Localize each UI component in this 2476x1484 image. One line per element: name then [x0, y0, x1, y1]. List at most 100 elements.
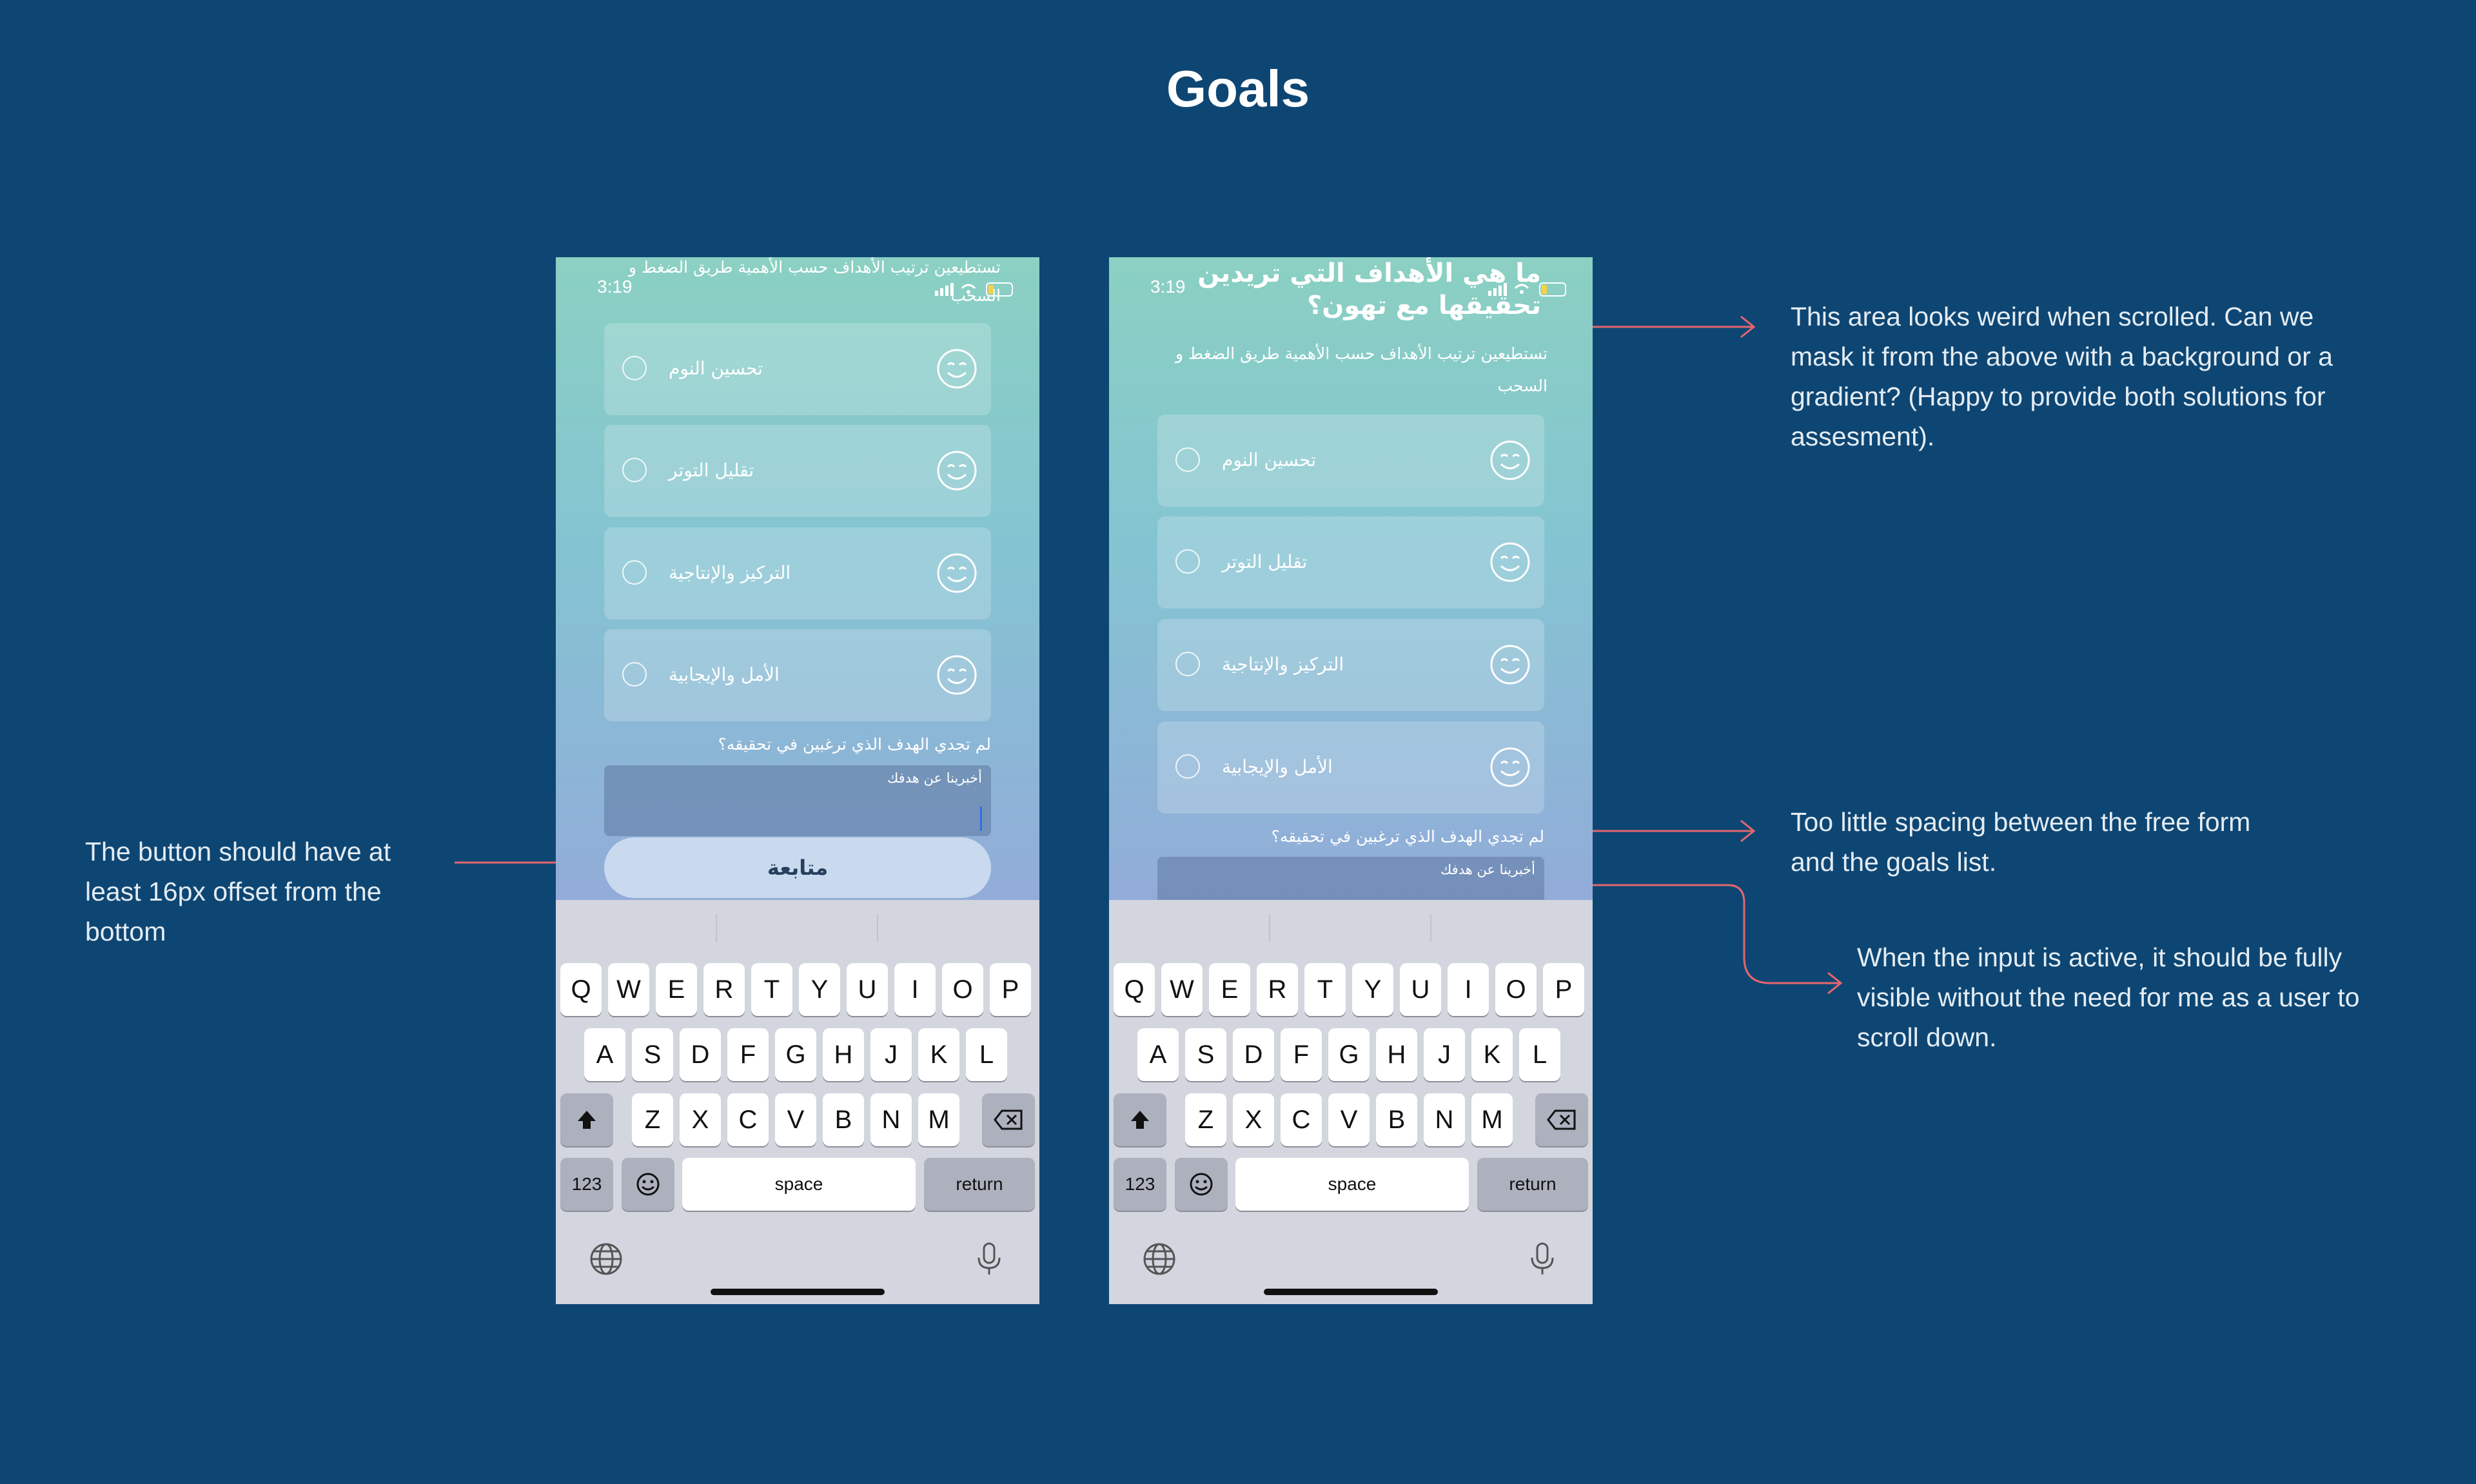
- goal-label: الأمل والإيجابية: [1222, 756, 1333, 777]
- key[interactable]: Y: [1352, 963, 1393, 1016]
- key[interactable]: Q: [1114, 963, 1155, 1016]
- goal-card[interactable]: تحسين النوم: [604, 323, 991, 415]
- key[interactable]: V: [1328, 1093, 1370, 1146]
- goal-radio[interactable]: [1175, 652, 1200, 676]
- emoji-key[interactable]: [622, 1158, 674, 1211]
- key[interactable]: X: [680, 1093, 721, 1146]
- key[interactable]: J: [870, 1028, 912, 1081]
- key[interactable]: H: [1376, 1028, 1417, 1081]
- key[interactable]: H: [823, 1028, 864, 1081]
- keyboard: Q W E R T Y U I O P A S D F G H J K L Z …: [556, 900, 1039, 1304]
- key[interactable]: B: [1376, 1093, 1417, 1146]
- key[interactable]: T: [751, 963, 792, 1016]
- key[interactable]: X: [1233, 1093, 1274, 1146]
- key[interactable]: U: [1400, 963, 1441, 1016]
- goal-card[interactable]: الأمل والإيجابية: [604, 629, 991, 721]
- key[interactable]: L: [1519, 1028, 1560, 1081]
- backspace-key[interactable]: [1535, 1093, 1588, 1146]
- key[interactable]: O: [942, 963, 983, 1016]
- key[interactable]: N: [1424, 1093, 1465, 1146]
- status-icons: [935, 282, 1013, 297]
- key[interactable]: C: [1281, 1093, 1322, 1146]
- key[interactable]: Z: [632, 1093, 673, 1146]
- key[interactable]: M: [1471, 1093, 1513, 1146]
- key[interactable]: A: [584, 1028, 625, 1081]
- goal-card[interactable]: تقليل التوتر: [1157, 516, 1544, 609]
- key[interactable]: V: [775, 1093, 816, 1146]
- goal-radio[interactable]: [1175, 447, 1200, 472]
- goal-radio[interactable]: [622, 458, 647, 482]
- goal-card[interactable]: تقليل التوتر: [604, 425, 991, 517]
- numbers-key[interactable]: 123: [560, 1158, 613, 1211]
- free-form-prompt: لم تجدي الهدف الذي ترغبين في تحقيقه؟: [1271, 827, 1544, 846]
- microphone-icon[interactable]: [1523, 1240, 1562, 1278]
- key[interactable]: C: [727, 1093, 769, 1146]
- numbers-key[interactable]: 123: [1114, 1158, 1166, 1211]
- key[interactable]: M: [918, 1093, 959, 1146]
- key[interactable]: G: [775, 1028, 816, 1081]
- key[interactable]: A: [1137, 1028, 1179, 1081]
- goal-label: الأمل والإيجابية: [669, 664, 780, 685]
- key[interactable]: P: [990, 963, 1031, 1016]
- backspace-key[interactable]: [982, 1093, 1035, 1146]
- note-input-visible: When the input is active, it should be f…: [1857, 942, 2360, 1052]
- goal-label: تقليل التوتر: [1222, 551, 1308, 572]
- key[interactable]: K: [1471, 1028, 1513, 1081]
- globe-icon[interactable]: [1140, 1240, 1179, 1278]
- return-key[interactable]: return: [924, 1158, 1035, 1211]
- goal-card[interactable]: التركيز والإنتاجية: [604, 527, 991, 620]
- goal-radio[interactable]: [622, 560, 647, 585]
- key[interactable]: E: [656, 963, 697, 1016]
- key[interactable]: Q: [560, 963, 602, 1016]
- emoji-icon: [636, 1173, 660, 1196]
- continue-button[interactable]: متابعة: [604, 837, 991, 898]
- key[interactable]: N: [870, 1093, 912, 1146]
- key[interactable]: F: [1281, 1028, 1322, 1081]
- microphone-icon[interactable]: [970, 1240, 1008, 1278]
- key[interactable]: D: [1233, 1028, 1274, 1081]
- space-key[interactable]: space: [1235, 1158, 1469, 1211]
- emoji-key[interactable]: [1175, 1158, 1228, 1211]
- key[interactable]: G: [1328, 1028, 1370, 1081]
- space-key[interactable]: space: [682, 1158, 916, 1211]
- shift-key[interactable]: [1114, 1093, 1166, 1146]
- goal-text-input[interactable]: أخبرينا عن هدفك: [1157, 857, 1544, 900]
- key[interactable]: I: [1448, 963, 1489, 1016]
- key[interactable]: E: [1209, 963, 1250, 1016]
- key[interactable]: W: [608, 963, 649, 1016]
- key[interactable]: R: [1257, 963, 1298, 1016]
- key[interactable]: T: [1304, 963, 1346, 1016]
- key[interactable]: O: [1495, 963, 1537, 1016]
- goal-text-input[interactable]: أخبرينا عن هدفك: [604, 765, 991, 836]
- key[interactable]: P: [1543, 963, 1584, 1016]
- goal-card[interactable]: الأمل والإيجابية: [1157, 721, 1544, 814]
- return-key[interactable]: return: [1477, 1158, 1588, 1211]
- goal-label: التركيز والإنتاجية: [1222, 654, 1344, 675]
- key[interactable]: R: [703, 963, 745, 1016]
- goal-card[interactable]: التركيز والإنتاجية: [1157, 619, 1544, 711]
- shift-key[interactable]: [560, 1093, 613, 1146]
- backspace-icon: [994, 1109, 1023, 1130]
- key[interactable]: J: [1424, 1028, 1465, 1081]
- key[interactable]: L: [966, 1028, 1007, 1081]
- suggestion-divider: [1269, 914, 1270, 942]
- globe-icon[interactable]: [587, 1240, 625, 1278]
- key[interactable]: S: [1185, 1028, 1226, 1081]
- key[interactable]: K: [918, 1028, 959, 1081]
- key[interactable]: Y: [799, 963, 840, 1016]
- key[interactable]: U: [847, 963, 888, 1016]
- phone-scrolled: تستطيعين ترتيب الأهداف حسب الأهمية طريق …: [556, 257, 1039, 1304]
- key[interactable]: B: [823, 1093, 864, 1146]
- goal-radio[interactable]: [622, 356, 647, 380]
- key[interactable]: W: [1161, 963, 1203, 1016]
- goal-radio[interactable]: [1175, 754, 1200, 779]
- key[interactable]: Z: [1185, 1093, 1226, 1146]
- key[interactable]: I: [894, 963, 936, 1016]
- input-placeholder: أخبرينا عن هدفك: [1440, 862, 1535, 877]
- goal-card[interactable]: تحسين النوم: [1157, 415, 1544, 507]
- goal-radio[interactable]: [1175, 549, 1200, 574]
- key[interactable]: D: [680, 1028, 721, 1081]
- key[interactable]: S: [632, 1028, 673, 1081]
- key[interactable]: F: [727, 1028, 769, 1081]
- goal-radio[interactable]: [622, 662, 647, 687]
